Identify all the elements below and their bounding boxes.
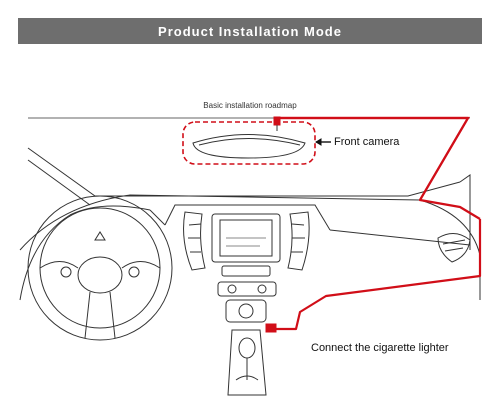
control-panel <box>218 266 276 322</box>
rear-view-mirror <box>183 117 315 164</box>
infotainment-screen <box>212 214 280 262</box>
gear-shifter <box>228 330 266 395</box>
cigarette-lighter-label: Connect the cigarette lighter <box>311 342 449 354</box>
center-vents <box>184 212 310 270</box>
cigarette-lighter-socket <box>266 324 276 332</box>
instrument-cluster <box>70 206 165 225</box>
windshield-outline <box>28 118 470 250</box>
front-camera-arrow <box>316 139 331 145</box>
front-camera-label: Front camera <box>334 136 399 148</box>
side-vent <box>438 233 470 262</box>
steering-wheel <box>28 196 172 340</box>
